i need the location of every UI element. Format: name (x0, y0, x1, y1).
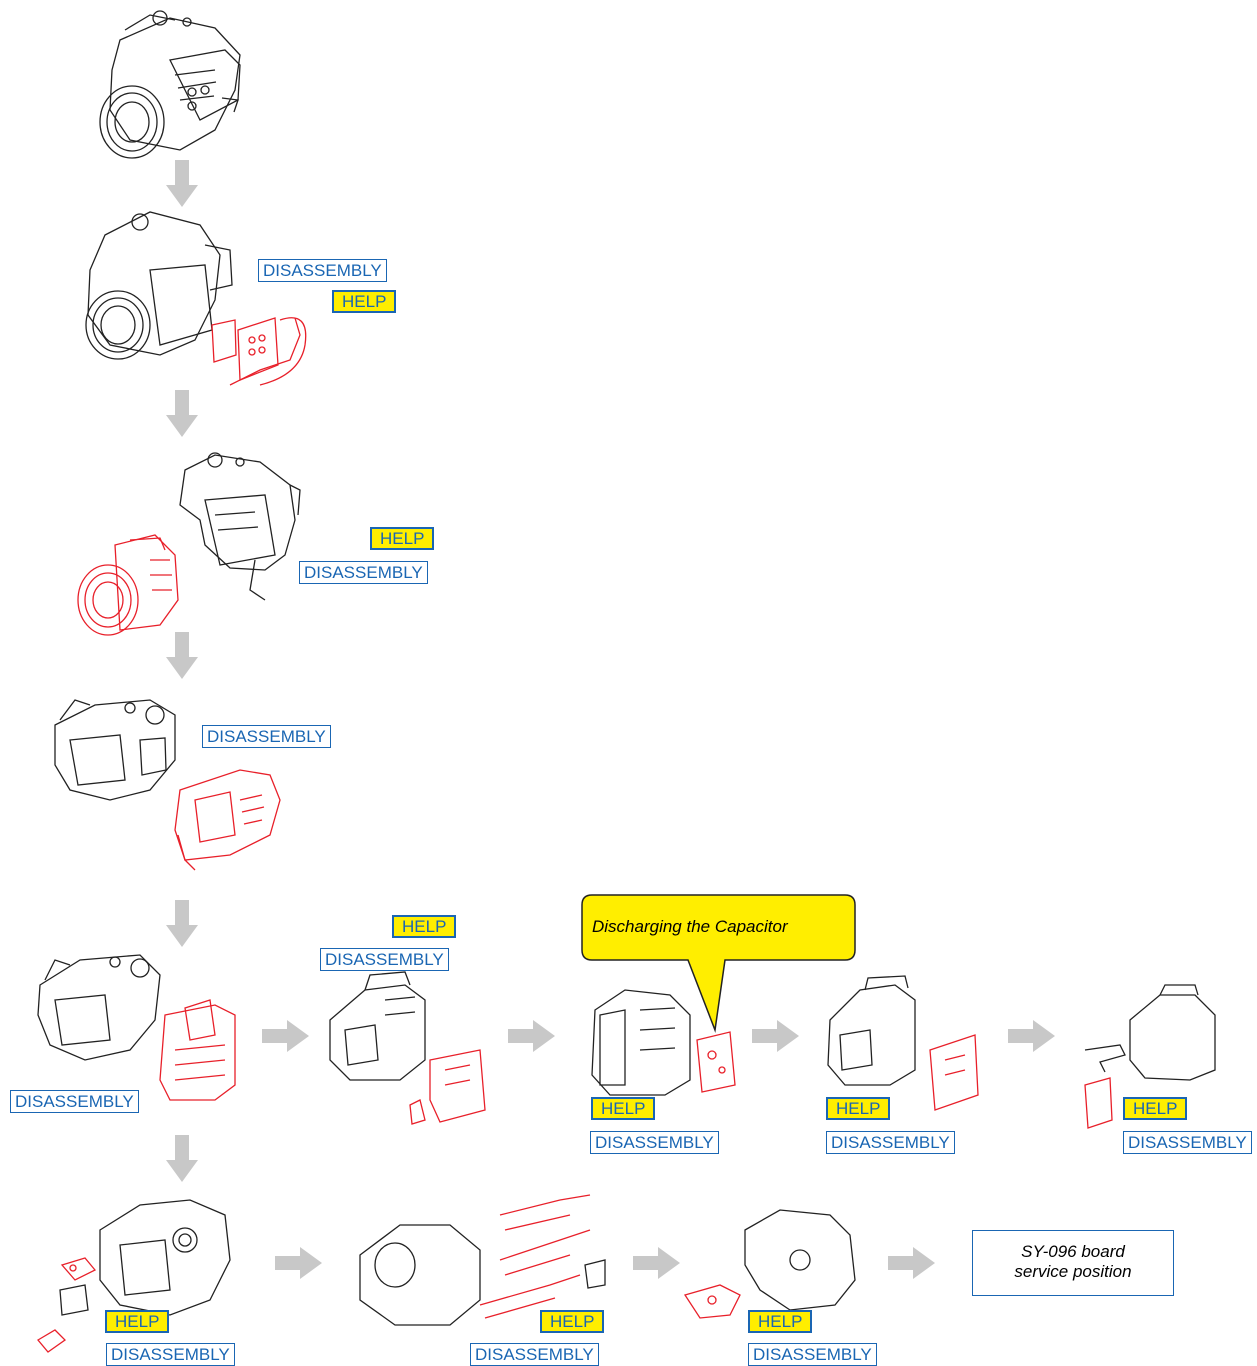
help-button-step-7b[interactable]: HELP (540, 1310, 605, 1333)
small-parts-step-7a-red (37, 1257, 97, 1353)
chassis-step-6d-illustration (1084, 984, 1216, 1081)
help-button-step-6d[interactable]: HELP (1123, 1097, 1188, 1120)
arrow-right-icon (508, 1020, 555, 1052)
disassembly-button-step-7a[interactable]: DISASSEMBLY (106, 1343, 235, 1366)
rear-cabinet-part-red (174, 769, 281, 871)
arrow-right-icon (275, 1247, 322, 1279)
help-button-step-3[interactable]: HELP (370, 527, 435, 550)
help-button-step-6c[interactable]: HELP (826, 1097, 891, 1120)
help-button-step-6a[interactable]: HELP (392, 915, 457, 938)
board-step-6c-part-red (929, 1034, 979, 1111)
callout-bubble (581, 894, 856, 1033)
frame-illustration (37, 954, 161, 1061)
arrow-down-icon (166, 160, 198, 207)
help-button-step-6b[interactable]: HELP (591, 1097, 656, 1120)
frame-step-7a-illustration (59, 1199, 231, 1316)
ccd-block-illustration (329, 971, 426, 1081)
camera-side-panel-illustration (85, 211, 233, 360)
disassembly-button-step-6d[interactable]: DISASSEMBLY (1123, 1131, 1252, 1154)
disassembly-button-step-7b[interactable]: DISASSEMBLY (470, 1343, 599, 1366)
board-part-red (409, 1049, 486, 1125)
disassembly-button-step-6a[interactable]: DISASSEMBLY (320, 948, 449, 971)
help-button-step-7c[interactable]: HELP (748, 1310, 813, 1333)
arrow-right-icon (888, 1247, 935, 1279)
disassembly-button-step-2[interactable]: DISASSEMBLY (258, 259, 387, 282)
disassembly-button-step-6b[interactable]: DISASSEMBLY (590, 1131, 719, 1154)
camera-body-illustration (179, 452, 301, 601)
disassembly-button-step-5[interactable]: DISASSEMBLY (10, 1090, 139, 1113)
arrow-down-icon (166, 1135, 198, 1182)
disassembly-button-step-4[interactable]: DISASSEMBLY (202, 725, 331, 748)
chassis-step-6c-illustration (827, 975, 916, 1086)
chassis-illustration (54, 699, 176, 801)
board-step-6d-part-red (1084, 1077, 1113, 1129)
disassembly-button-step-6c[interactable]: DISASSEMBLY (826, 1131, 955, 1154)
help-button-step-2[interactable]: HELP (332, 290, 397, 313)
side-panel-part-red (211, 317, 307, 386)
callout-discharging-capacitor: Discharging the Capacitor (592, 917, 788, 936)
lens-unit-part-red (77, 534, 179, 636)
arrow-down-icon (166, 632, 198, 679)
camera-complete-illustration (99, 10, 241, 159)
small-part-step-7c-red (683, 1284, 741, 1319)
sy-096-service-position-link[interactable]: SY-096 board service position (972, 1230, 1174, 1296)
arrow-right-icon (752, 1020, 799, 1052)
flash-unit-illustration (591, 989, 691, 1096)
inner-frame-illustration (359, 1224, 606, 1326)
note-line-2: service position (1014, 1262, 1132, 1281)
note-line-1: SY-096 board (1021, 1242, 1125, 1261)
arrow-down-icon (166, 390, 198, 437)
disassembly-button-step-7c[interactable]: DISASSEMBLY (748, 1343, 877, 1366)
arrow-down-icon (166, 900, 198, 947)
disassembly-button-step-3[interactable]: DISASSEMBLY (299, 561, 428, 584)
help-button-step-7a[interactable]: HELP (105, 1310, 170, 1333)
arrow-right-icon (1008, 1020, 1055, 1052)
arrow-right-icon (262, 1020, 309, 1052)
flexible-cables-part-red (479, 1194, 591, 1319)
arrow-right-icon (633, 1247, 680, 1279)
frame-step-7c-illustration (744, 1209, 856, 1311)
capacitor-board-part-red (696, 1031, 736, 1093)
main-unit-part-red (159, 999, 236, 1101)
